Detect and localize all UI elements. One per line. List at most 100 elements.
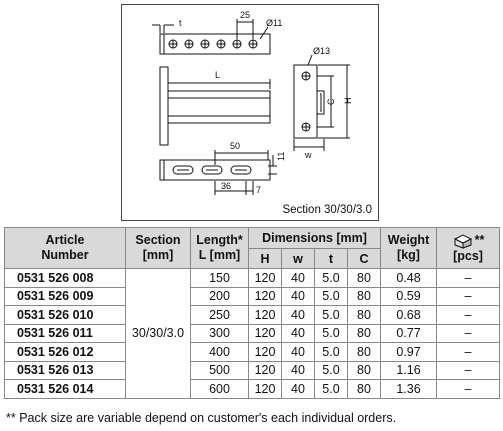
cell-pcs: – xyxy=(436,342,501,362)
cell-length: 600 xyxy=(190,379,249,399)
header-section: Section [mm] xyxy=(125,227,191,269)
cell-w: 40 xyxy=(281,286,315,306)
table-row: 0531 526 014 600 120 40 5.0 80 1.36 – xyxy=(4,379,501,399)
side-view xyxy=(159,66,271,146)
cell-length: 200 xyxy=(190,286,249,306)
cell-article: 0531 526 013 xyxy=(4,360,126,380)
cell-pcs: – xyxy=(436,379,501,399)
technical-drawing: t 25 Ø11 L Ø xyxy=(121,4,379,221)
cell-t: 5.0 xyxy=(314,379,348,399)
cell-weight: 0.77 xyxy=(380,323,438,343)
cell-t: 5.0 xyxy=(314,286,348,306)
cell-t: 5.0 xyxy=(314,268,348,288)
cell-w: 40 xyxy=(281,305,315,325)
header-dim-h: H xyxy=(248,248,282,269)
cell-weight: 1.16 xyxy=(380,360,438,380)
pack-label: [pcs] xyxy=(453,249,483,263)
header-dim-c: C xyxy=(346,248,382,269)
cell-article: 0531 526 011 xyxy=(4,323,126,343)
dim-C-label: C xyxy=(326,98,336,105)
cell-weight: 0.48 xyxy=(380,268,438,288)
cell-c: 80 xyxy=(346,379,382,399)
cell-pcs: – xyxy=(436,268,501,288)
cell-w: 40 xyxy=(281,342,315,362)
package-icon xyxy=(453,234,472,249)
header-length: Length* L [mm] xyxy=(190,227,249,269)
header-weight: Weight [kg] xyxy=(380,227,438,269)
cell-article: 0531 526 009 xyxy=(4,286,126,306)
cell-h: 120 xyxy=(248,379,282,399)
cell-c: 80 xyxy=(346,360,382,380)
cell-length: 500 xyxy=(190,360,249,380)
cell-h: 120 xyxy=(248,342,282,362)
table-row: 0531 526 011 300 120 40 5.0 80 0.77 – xyxy=(4,323,501,343)
cell-t: 5.0 xyxy=(314,323,348,343)
cell-c: 80 xyxy=(346,286,382,306)
dim-25-label: 25 xyxy=(240,10,250,20)
cell-article: 0531 526 014 xyxy=(4,379,126,399)
dim-hole-13-label: Ø13 xyxy=(313,46,330,56)
dim-hole-11-label: Ø11 xyxy=(266,18,282,28)
header-dimensions: Dimensions [mm] xyxy=(247,227,382,249)
cell-t: 5.0 xyxy=(314,305,348,325)
header-article: Article Number xyxy=(4,227,126,269)
footnote: ** Pack size are variable depend on cust… xyxy=(6,411,397,425)
cell-c: 80 xyxy=(346,323,382,343)
header-dim-t: t xyxy=(314,248,348,269)
dim-50-label: 50 xyxy=(230,141,240,151)
cell-pcs: – xyxy=(436,323,501,343)
cell-c: 80 xyxy=(346,342,382,362)
cell-length: 400 xyxy=(190,342,249,362)
bracket-drawing-svg: t 25 Ø11 L Ø xyxy=(152,10,353,195)
cell-c: 80 xyxy=(346,268,382,288)
spec-table-body: 0531 526 008 30/30/3.0 150 120 40 5.0 80… xyxy=(4,268,501,399)
table-row: 0531 526 013 500 120 40 5.0 80 1.16 – xyxy=(4,360,501,380)
cell-pcs: – xyxy=(436,305,501,325)
dim-7-label: 7 xyxy=(256,185,261,195)
dim-L-label: L xyxy=(215,70,220,80)
cell-article: 0531 526 010 xyxy=(4,305,126,325)
cell-weight: 0.97 xyxy=(380,342,438,362)
cell-pcs: – xyxy=(436,286,501,306)
header-dim-w: w xyxy=(281,248,315,269)
cell-length: 300 xyxy=(190,323,249,343)
cell-pcs: – xyxy=(436,360,501,380)
cell-weight: 0.68 xyxy=(380,305,438,325)
dim-t-label: t xyxy=(179,18,182,28)
dim-36-label: 36 xyxy=(221,181,231,191)
pack-marks: ** xyxy=(474,233,485,247)
cell-length: 250 xyxy=(190,305,249,325)
dim-w-label: w xyxy=(304,150,312,160)
cell-w: 40 xyxy=(281,268,315,288)
spec-table: Article Number Section [mm] Length* L [m… xyxy=(4,227,501,399)
pack-icon-row: ** xyxy=(437,233,499,249)
cell-weight: 0.59 xyxy=(380,286,438,306)
header-pack: ** [pcs] xyxy=(436,227,501,269)
table-row: 0531 526 010 250 120 40 5.0 80 0.68 – xyxy=(4,305,501,325)
cell-t: 5.0 xyxy=(314,342,348,362)
bottom-view xyxy=(159,150,277,195)
cell-h: 120 xyxy=(248,286,282,306)
cell-h: 120 xyxy=(248,268,282,288)
cell-c: 80 xyxy=(346,305,382,325)
cell-article: 0531 526 012 xyxy=(4,342,126,362)
cell-t: 5.0 xyxy=(314,360,348,380)
cell-w: 40 xyxy=(281,379,315,399)
cell-w: 40 xyxy=(281,323,315,343)
table-row: 0531 526 009 200 120 40 5.0 80 0.59 – xyxy=(4,286,501,306)
end-view xyxy=(293,54,350,151)
table-row: 0531 526 008 30/30/3.0 150 120 40 5.0 80… xyxy=(4,268,501,399)
cell-length: 150 xyxy=(190,268,249,288)
table-row: 0531 526 012 400 120 40 5.0 80 0.97 – xyxy=(4,342,501,362)
dim-11-label: 11 xyxy=(276,152,286,161)
cell-h: 120 xyxy=(248,360,282,380)
section-label: Section 30/30/3.0 xyxy=(282,204,372,216)
cell-article: 0531 526 008 xyxy=(4,268,126,288)
cell-w: 40 xyxy=(281,360,315,380)
dim-H-label: H xyxy=(343,98,353,105)
cell-h: 120 xyxy=(248,305,282,325)
top-view xyxy=(152,19,271,55)
cell-weight: 1.36 xyxy=(380,379,438,399)
cell-h: 120 xyxy=(248,323,282,343)
cell-section: 30/30/3.0 xyxy=(125,268,191,399)
